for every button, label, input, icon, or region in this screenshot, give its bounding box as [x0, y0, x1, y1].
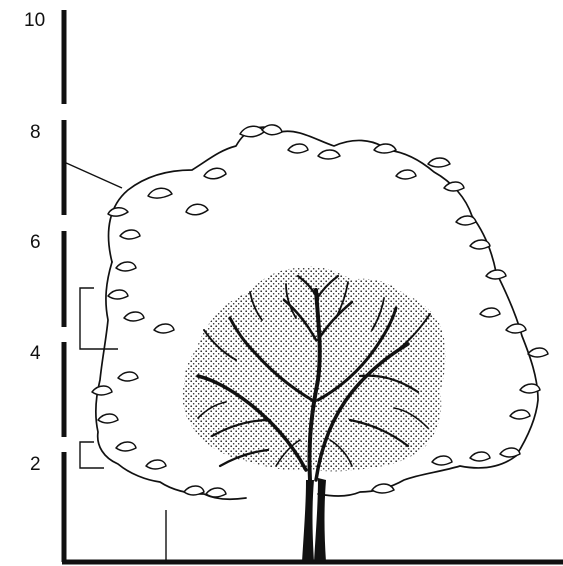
young-tree-branches — [196, 274, 431, 482]
crown-height-leader-line — [63, 161, 123, 189]
tick-label-4: 4 — [30, 343, 41, 364]
tick-label-6: 6 — [30, 232, 41, 253]
y-axis-tick-labels: 10 8 6 4 2 — [24, 10, 45, 475]
tick-label-2: 2 — [30, 454, 41, 475]
young-tree-trunk — [302, 478, 326, 562]
crown-base-bracket-lower — [79, 441, 104, 469]
young-tree-canopy-stipple — [182, 266, 446, 472]
tick-label-10: 10 — [24, 10, 45, 31]
tick-label-8: 8 — [30, 122, 41, 143]
crown-base-bracket-upper — [79, 287, 118, 350]
mature-crown-outline — [91, 124, 549, 501]
